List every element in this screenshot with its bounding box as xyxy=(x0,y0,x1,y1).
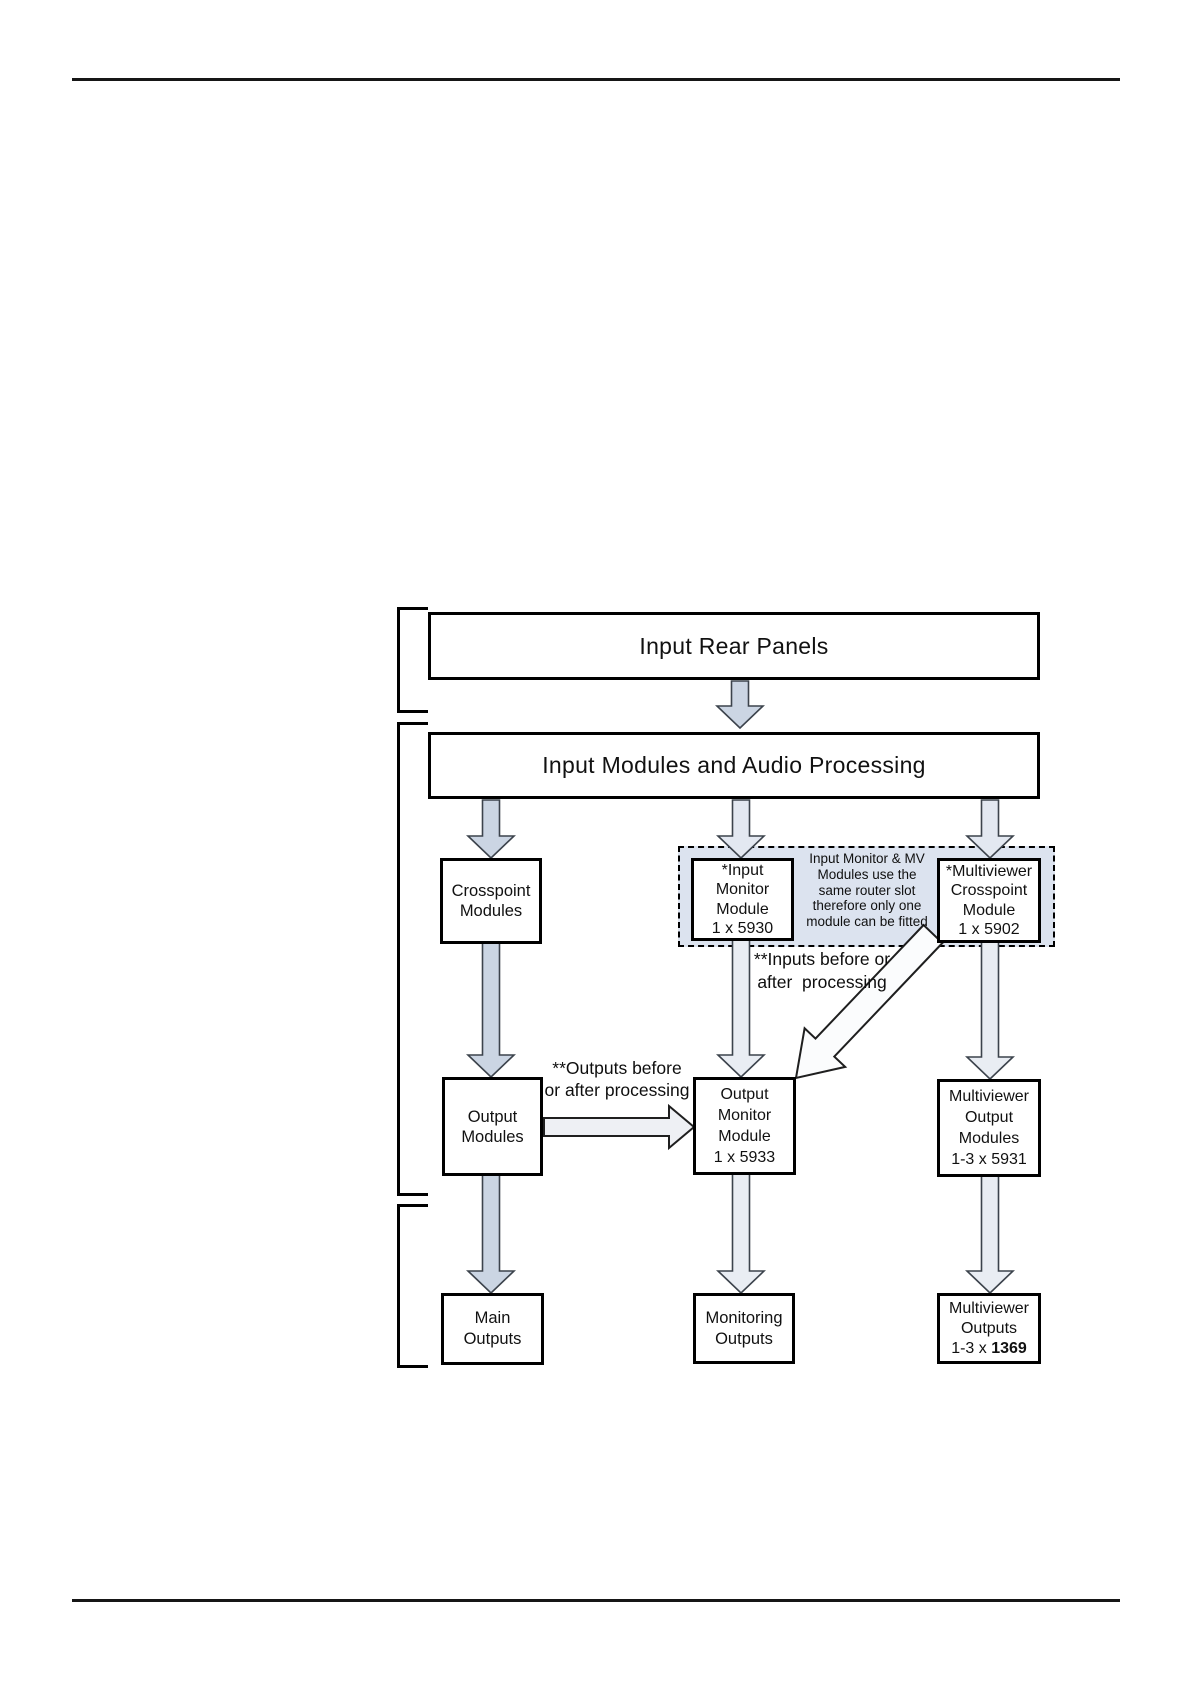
box-output-monitor-module: Output Monitor Module 1 x 5933 xyxy=(693,1077,796,1175)
arrow-output-modules-to-main-outputs xyxy=(466,1174,516,1295)
box-line: Multiviewer xyxy=(948,1299,1029,1317)
box-input-monitor-module: *Input Monitor Module 1 x 5930 xyxy=(691,858,794,941)
footer-rule xyxy=(72,1599,1120,1602)
note-line: therefore only one xyxy=(812,898,922,914)
label-inputs-before-after: **Inputs before or after processing xyxy=(744,948,900,994)
box-line: 1 x 5933 xyxy=(713,1149,776,1166)
box-line: Main xyxy=(474,1309,511,1327)
box-line: 1 x 5902 xyxy=(958,921,1020,938)
box-line: Crosspoint xyxy=(950,882,1028,899)
box-line: Output xyxy=(467,1107,518,1126)
box-crosspoint-modules: Crosspoint Modules xyxy=(440,858,542,944)
shared-slot-note: Input Monitor & MV Modules use the same … xyxy=(793,851,941,930)
box-line: Outputs xyxy=(463,1330,522,1348)
qty-bold: 1369 xyxy=(991,1339,1027,1357)
label-line: or after processing xyxy=(544,1079,690,1100)
box-line: Monitor xyxy=(717,1107,772,1124)
box-multiviewer-crosspoint-module: *Multiviewer Crosspoint Module 1 x 5902 xyxy=(937,858,1041,943)
note-line: Modules use the xyxy=(817,866,917,882)
box-main-outputs: Main Outputs xyxy=(441,1293,544,1365)
note-line: same router slot xyxy=(818,882,916,898)
box-multiviewer-outputs: Multiviewer Outputs 1-3 x 1369 xyxy=(937,1293,1041,1364)
box-line: Module xyxy=(716,900,769,918)
arrow-crosspoint-to-output-modules xyxy=(466,942,516,1079)
label-line: **Inputs before or xyxy=(753,949,891,969)
note-line: Input Monitor & MV xyxy=(809,851,925,866)
box-line: Module xyxy=(718,1128,771,1145)
bracket-rear-panels-section xyxy=(397,607,428,713)
arrow-input-modules-to-crosspoint xyxy=(466,799,516,860)
box-line: Monitoring xyxy=(705,1308,783,1327)
label-line: **Outputs before xyxy=(552,1058,682,1078)
qty-prefix: 1-3 x xyxy=(951,1339,992,1357)
header-rule xyxy=(72,78,1120,81)
box-line: Crosspoint xyxy=(451,882,531,900)
box-line: Output xyxy=(964,1109,1014,1126)
box-line: Multiviewer xyxy=(948,1088,1029,1105)
box-line: *Input xyxy=(721,861,764,879)
box-line: Module xyxy=(962,901,1016,919)
label-outputs-before-after: **Outputs before or after processing xyxy=(539,1058,695,1101)
box-line: Monitor xyxy=(715,881,770,898)
box-output-modules: Output Modules xyxy=(442,1077,543,1176)
box-line: Modules xyxy=(461,1127,524,1146)
box-line: 1 x 5930 xyxy=(711,920,774,937)
box-line: 1-3 x 5931 xyxy=(951,1151,1027,1168)
arrow-mv-output-modules-to-mv-outputs xyxy=(965,1175,1015,1295)
box-line: *Multiviewer xyxy=(945,862,1033,880)
arrow-mv-crosspoint-to-mv-output-modules xyxy=(965,940,1015,1081)
box-input-modules-audio-processing: Input Modules and Audio Processing xyxy=(428,732,1040,799)
bracket-modules-section xyxy=(397,722,428,1196)
box-line: Output xyxy=(720,1086,769,1103)
box-line: Modules xyxy=(459,902,523,920)
box-line: 1-3 x 1369 xyxy=(951,1339,1027,1359)
box-line: Outputs xyxy=(960,1319,1018,1337)
arrow-rear-panels-to-input-modules xyxy=(715,680,765,730)
box-monitoring-outputs: Monitoring Outputs xyxy=(693,1293,795,1364)
label-line: after processing xyxy=(757,972,887,992)
box-line: Outputs xyxy=(715,1329,773,1348)
box-input-rear-panels: Input Rear Panels xyxy=(428,612,1040,680)
note-line: module can be fitted xyxy=(806,914,928,930)
box-label: Input Modules and Audio Processing xyxy=(542,752,926,778)
box-multiviewer-output-modules: Multiviewer Output Modules 1-3 x 5931 xyxy=(937,1079,1041,1177)
box-line: Modules xyxy=(958,1130,1020,1147)
bracket-outputs-section xyxy=(397,1204,428,1368)
arrow-output-modules-to-output-monitor xyxy=(543,1103,696,1151)
box-label: Input Rear Panels xyxy=(639,632,829,659)
arrow-output-monitor-to-monitoring-outputs xyxy=(716,1173,766,1295)
